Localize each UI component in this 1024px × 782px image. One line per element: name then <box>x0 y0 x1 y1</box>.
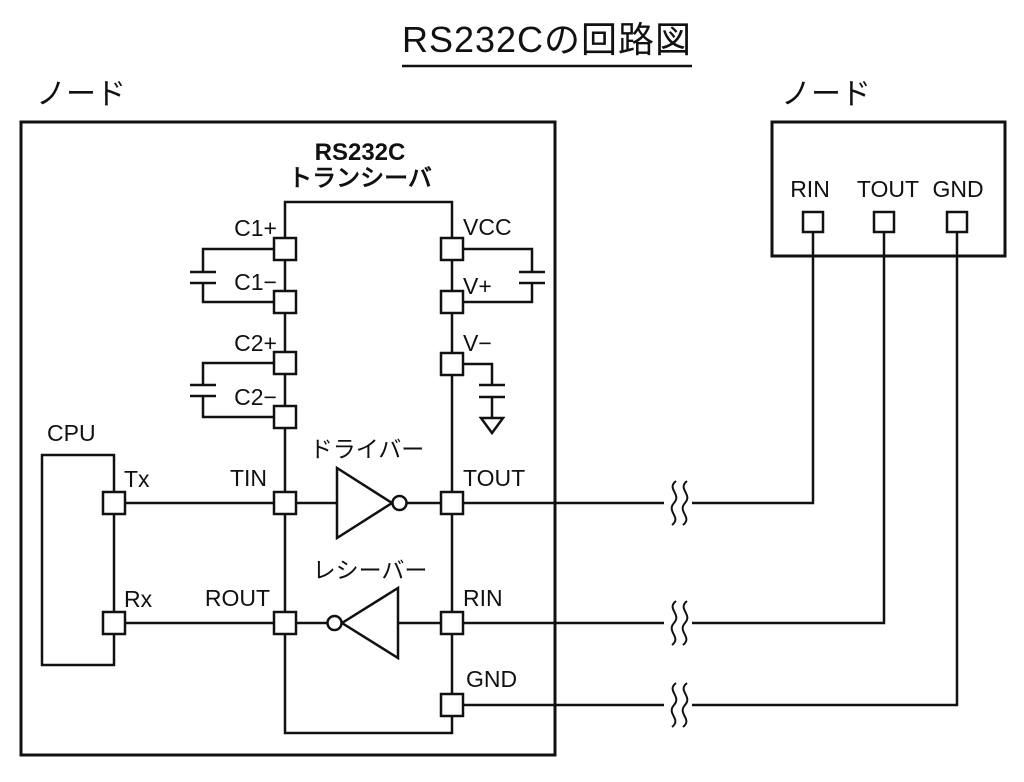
pin-square-rout <box>272 610 298 636</box>
cpu-box <box>40 453 116 667</box>
pin-label-c2minus: C2− <box>234 384 277 410</box>
pin-label-tx: Tx <box>124 466 150 492</box>
chip-right-pin-squares <box>439 236 465 718</box>
pin-square-tout <box>439 490 465 516</box>
line-break-symbol-gnd <box>670 682 689 728</box>
pin-square-c1minus <box>272 289 298 315</box>
left-node-label: ノード <box>36 78 126 111</box>
remote-node-pin-squares <box>801 210 969 234</box>
pin-label-vminus: V− <box>463 330 492 356</box>
right-node-label: ノード <box>781 78 871 111</box>
cpu-label: CPU <box>47 420 96 446</box>
chip-left-pin-squares <box>272 236 298 636</box>
pin-label-rin: RIN <box>463 585 503 611</box>
right-node-box <box>770 120 1007 258</box>
capacitor-c2 <box>190 361 274 419</box>
wire-tout-to-remote-rin <box>692 232 815 505</box>
driver-label: ドライバー <box>310 436 425 462</box>
pin-square-vplus <box>439 289 465 315</box>
receiver-inversion-bubble <box>326 614 343 632</box>
pin-square-rin <box>439 610 465 636</box>
capacitor-c1 <box>190 247 274 304</box>
pin-square-remote-tout <box>872 210 896 234</box>
pin-label-tin: TIN <box>230 465 267 491</box>
page-title: RS232Cの回路図 <box>402 19 692 60</box>
pin-square-rx <box>101 610 127 636</box>
line-break-symbol-tout <box>670 480 689 526</box>
pin-square-remote-gnd <box>945 210 969 234</box>
pin-square-gnd <box>439 692 465 718</box>
pin-square-remote-rin <box>801 210 825 234</box>
receiver-gate <box>339 585 400 661</box>
pin-square-vminus <box>439 351 465 377</box>
pin-label-c1minus: C1− <box>234 269 277 295</box>
pin-square-c1plus <box>272 236 298 262</box>
pin-label-c1plus: C1+ <box>234 215 277 241</box>
pin-square-c2minus <box>272 404 298 430</box>
pin-label-rx: Rx <box>124 586 153 612</box>
pin-label-vplus: V+ <box>463 273 492 299</box>
pin-label-tout: TOUT <box>463 465 525 491</box>
driver-inversion-bubble <box>391 494 408 512</box>
transceiver-chip-outline <box>283 200 454 735</box>
pin-label-c2plus: C2+ <box>234 330 277 356</box>
ground-symbol <box>478 416 506 436</box>
pin-label-remote-gnd: GND <box>932 176 983 202</box>
line-break-symbol-rin <box>670 600 689 646</box>
transceiver-label-line2: トランシーバ <box>288 165 432 192</box>
pin-square-c2plus <box>272 350 298 376</box>
pin-square-vcc <box>439 236 465 262</box>
transceiver-label-line1: RS232C <box>315 139 406 166</box>
pin-label-rout: ROUT <box>205 585 270 611</box>
wire-gnd-to-remote-gnd <box>692 232 959 707</box>
capacitor-vcc <box>463 247 545 304</box>
driver-gate <box>335 465 395 541</box>
pin-label-vcc: VCC <box>463 214 512 240</box>
capacitor-vminus <box>463 362 505 418</box>
left-node-box <box>19 120 557 757</box>
pin-label-remote-rin: RIN <box>790 176 830 202</box>
pin-label-gnd: GND <box>466 666 517 692</box>
pin-square-tx <box>101 490 127 516</box>
pin-label-remote-tout: TOUT <box>857 176 919 202</box>
wire-rin-to-remote-tout <box>692 232 886 625</box>
pin-square-tin <box>272 490 298 516</box>
receiver-label: レシーバー <box>313 557 428 583</box>
